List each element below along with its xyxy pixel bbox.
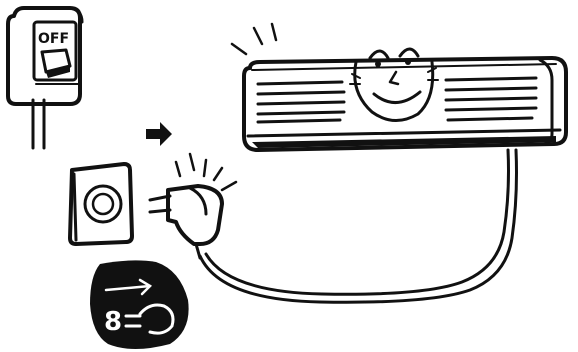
wall-switch-icon: OFF [8, 8, 82, 148]
power-plug-icon [150, 154, 236, 258]
air-conditioner-icon [232, 24, 566, 150]
power-cord [200, 150, 517, 302]
right-arrow-icon [146, 122, 172, 146]
switch-off-label: OFF [38, 31, 69, 47]
badge-number: 8 [104, 307, 122, 337]
unplug-step-badge-icon: 8 [90, 260, 189, 349]
wall-outlet-icon [70, 164, 132, 244]
